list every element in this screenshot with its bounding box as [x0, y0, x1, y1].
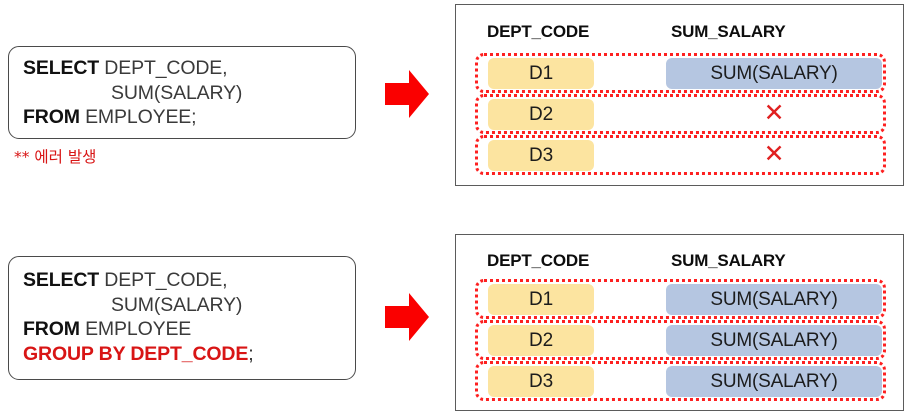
- group-outline-row-2-2: [475, 320, 886, 360]
- sum-cell-row-1: SUM(SALARY): [666, 58, 882, 89]
- sql-keyword-select: SELECT: [23, 57, 100, 79]
- column-header-dept-code: DEPT_CODE: [487, 22, 590, 41]
- sum-cell-row-3-2: SUM(SALARY): [666, 366, 882, 397]
- sql-group-by-semicolon: ;: [248, 342, 254, 365]
- sql-query-box-with-group-by: SELECT DEPT_CODE, SUM(SALARY) FROM EMPLO…: [8, 256, 356, 380]
- sql-from-table: EMPLOYEE;: [79, 106, 197, 128]
- dept-cell-row-2-2: D2: [488, 325, 594, 356]
- result-table-without-group-by: DEPT_CODE SUM_SALARY D1 SUM(SALARY) D2 ✕…: [455, 4, 904, 186]
- result-table-with-group-by: DEPT_CODE SUM_SALARY D1 SUM(SALARY) D2 S…: [455, 234, 904, 411]
- group-outline-row-2: [475, 94, 886, 134]
- sql-select-list-2: DEPT_CODE,: [99, 269, 228, 291]
- dept-cell-row-1: D1: [488, 58, 594, 89]
- sum-cell-row-2-2: SUM(SALARY): [666, 325, 882, 356]
- sum-cell-row-1-2: SUM(SALARY): [666, 284, 882, 315]
- sql-select-list: DEPT_CODE,: [99, 57, 228, 79]
- group-outline-row-3-2: [475, 361, 886, 401]
- column-header-sum-salary: SUM_SALARY: [671, 22, 786, 41]
- sql-keyword-from-2: FROM: [23, 318, 80, 340]
- sql-query-text: SELECT DEPT_CODE, SUM(SALARY) FROM EMPLO…: [23, 56, 242, 130]
- group-outline-row-3: [475, 135, 886, 175]
- dept-cell-row-2: D2: [488, 99, 594, 130]
- column-header-dept-code-2: DEPT_CODE: [487, 251, 590, 270]
- column-header-sum-salary-2: SUM_SALARY: [671, 251, 786, 270]
- right-arrow-icon: [385, 69, 429, 119]
- error-note-without-group-by: ** 에러 발생: [14, 148, 97, 166]
- dept-cell-row-1-2: D1: [488, 284, 594, 315]
- sql-select-aggregate-2: SUM(SALARY): [111, 293, 243, 316]
- sql-keyword-select-2: SELECT: [23, 269, 100, 291]
- group-outline-row-1-2: [475, 279, 886, 319]
- sql-keyword-from: FROM: [23, 106, 80, 128]
- sql-select-aggregate: SUM(SALARY): [111, 81, 243, 104]
- sql-from-table-2: EMPLOYEE: [79, 318, 192, 340]
- sql-query-box-without-group-by: SELECT DEPT_CODE, SUM(SALARY) FROM EMPLO…: [8, 46, 356, 139]
- sql-keyword-group-by: GROUP BY DEPT_CODE: [23, 342, 249, 365]
- sql-query-text-group-by: SELECT DEPT_CODE, SUM(SALARY) FROM EMPLO…: [23, 268, 254, 366]
- right-arrow-icon-2: [385, 292, 429, 342]
- group-outline-row-1: [475, 53, 886, 93]
- error-mark-icon-row-3: ✕: [763, 139, 785, 168]
- error-mark-icon-row-2: ✕: [763, 98, 785, 127]
- dept-cell-row-3-2: D3: [488, 366, 594, 397]
- dept-cell-row-3: D3: [488, 140, 594, 171]
